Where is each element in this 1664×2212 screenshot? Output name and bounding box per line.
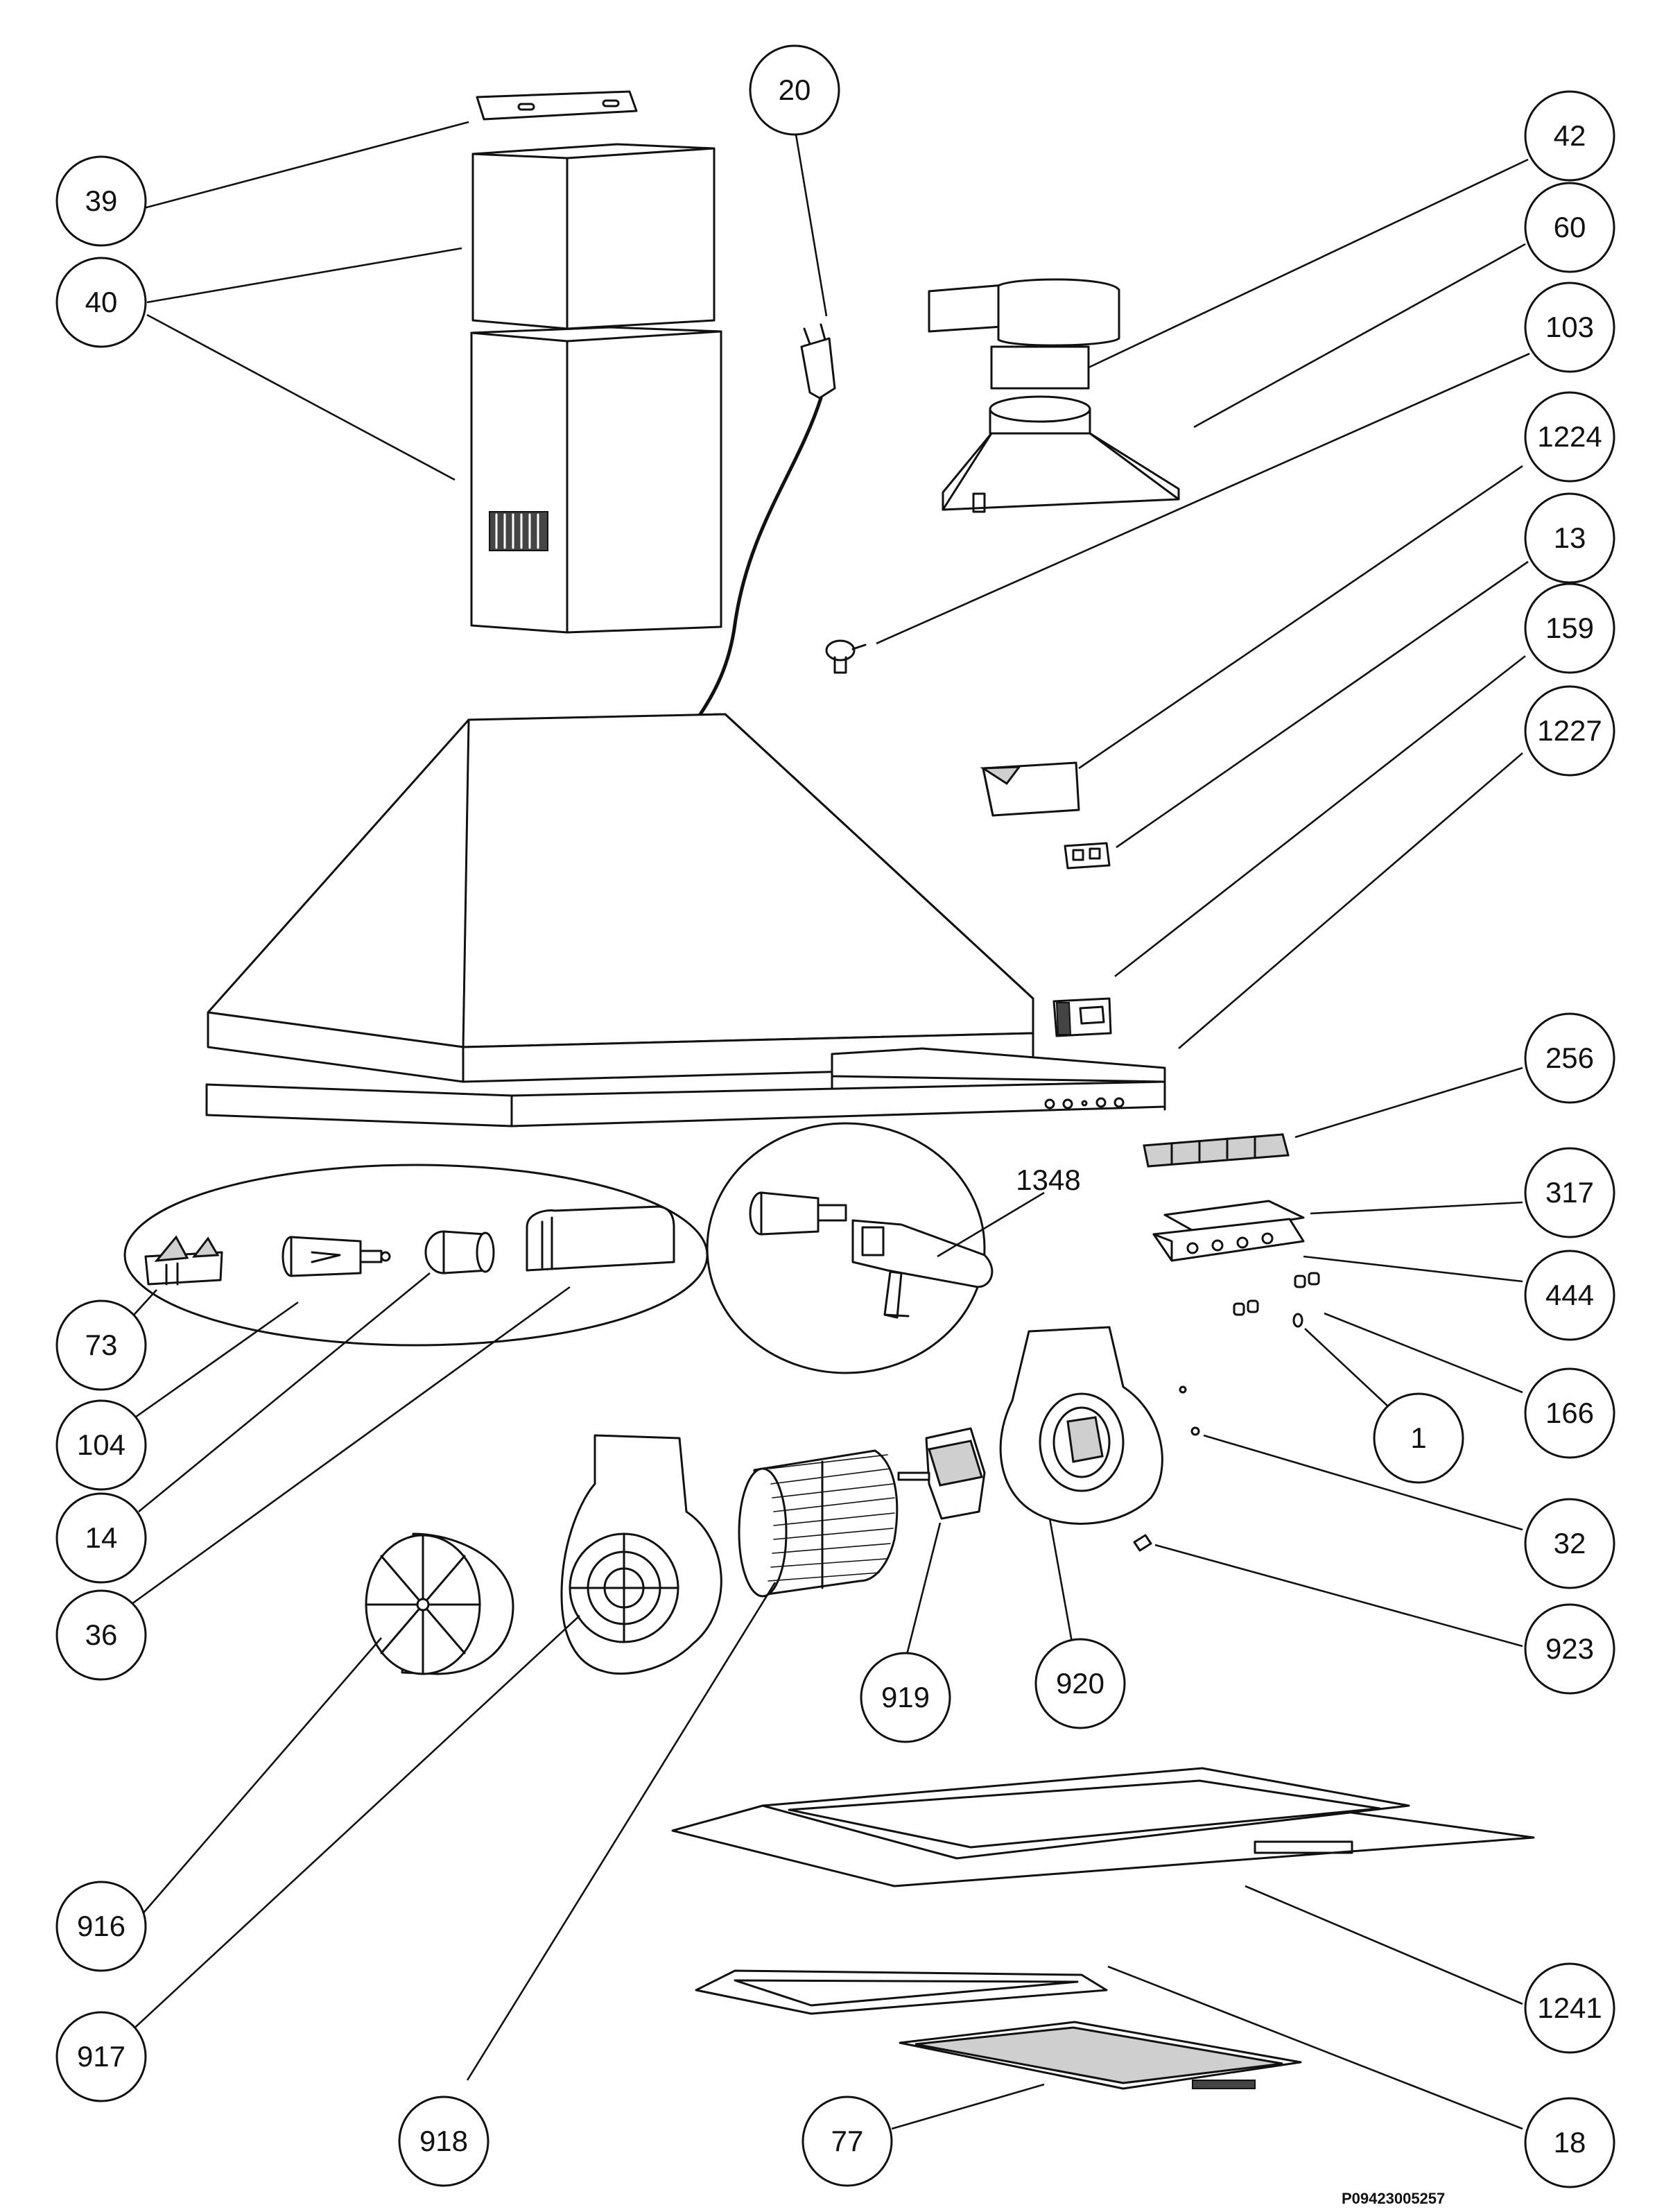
callout-1224-label: 1224 bbox=[1537, 420, 1602, 453]
part-77-carbon-filter bbox=[899, 2021, 1302, 2090]
part-256-push-buttons bbox=[1143, 1133, 1290, 1168]
callout-39: 39 bbox=[55, 155, 147, 247]
callout-60-label: 60 bbox=[1554, 211, 1586, 243]
callout-166: 166 bbox=[1524, 1367, 1615, 1459]
callout-103: 103 bbox=[1524, 282, 1615, 373]
callout-18-label: 18 bbox=[1554, 2126, 1586, 2159]
callout-159-label: 159 bbox=[1545, 612, 1594, 644]
callout-13: 13 bbox=[1524, 492, 1615, 584]
callout-14: 14 bbox=[55, 1492, 147, 1584]
callout-103-label: 103 bbox=[1545, 311, 1594, 343]
part-1348-lamp-assembly bbox=[706, 1122, 994, 1374]
part-32-screw bbox=[1179, 1385, 1200, 1436]
callout-920-label: 920 bbox=[1056, 1667, 1104, 1700]
part-317-circuit-board bbox=[1163, 1200, 1305, 1236]
callout-917-label: 917 bbox=[77, 2040, 125, 2073]
part-40-chimney-cover bbox=[470, 143, 722, 634]
callout-39-label: 39 bbox=[85, 184, 118, 217]
callout-923-label: 923 bbox=[1545, 1632, 1594, 1665]
callout-317-label: 317 bbox=[1545, 1176, 1594, 1209]
callout-40-label: 40 bbox=[85, 286, 118, 318]
callout-918: 918 bbox=[398, 2096, 489, 2187]
leader-lines bbox=[123, 121, 1530, 2130]
callout-1227-label: 1227 bbox=[1537, 714, 1602, 747]
part-104-lamp-holder bbox=[281, 1236, 391, 1277]
callout-104-label: 104 bbox=[77, 1428, 125, 1461]
part-60-outlet-flange bbox=[942, 432, 1180, 513]
callout-166-label: 166 bbox=[1545, 1397, 1594, 1429]
part-13-connector bbox=[1064, 842, 1111, 870]
part-18-grease-filter bbox=[695, 1969, 1108, 2015]
callout-73-label: 73 bbox=[85, 1329, 118, 1361]
part-1241-bottom-panel bbox=[671, 1767, 1535, 1887]
callout-256: 256 bbox=[1524, 1012, 1615, 1104]
part-923-nut bbox=[1133, 1534, 1152, 1552]
callout-317: 317 bbox=[1524, 1147, 1615, 1238]
callout-1224: 1224 bbox=[1524, 391, 1615, 483]
part-103-fastener bbox=[825, 639, 867, 674]
part-14-bulb bbox=[424, 1230, 495, 1275]
callout-13-label: 13 bbox=[1554, 521, 1586, 554]
callout-1241-label: 1241 bbox=[1537, 1991, 1602, 2024]
callout-918-label: 918 bbox=[419, 2125, 468, 2157]
callout-159: 159 bbox=[1524, 582, 1615, 674]
callout-73: 73 bbox=[55, 1299, 147, 1391]
callout-919-label: 919 bbox=[881, 1681, 930, 1713]
document-reference: P09423005257 bbox=[1342, 2190, 1446, 2207]
callout-923: 923 bbox=[1524, 1603, 1615, 1695]
callout-20: 20 bbox=[749, 44, 840, 136]
part-36-cover bbox=[526, 1205, 675, 1272]
callout-1: 1 bbox=[1373, 1392, 1464, 1484]
part-39-bracket bbox=[476, 90, 638, 121]
callout-919: 919 bbox=[860, 1652, 951, 1743]
callout-1348-label: 1348 bbox=[1016, 1164, 1080, 1196]
callout-104: 104 bbox=[55, 1399, 147, 1491]
callout-444: 444 bbox=[1524, 1250, 1615, 1341]
part-919-motor bbox=[897, 1427, 986, 1520]
callout-917: 917 bbox=[55, 2011, 147, 2102]
callout-14-label: 14 bbox=[85, 1521, 118, 1554]
part-917-fan-housing bbox=[560, 1434, 722, 1675]
part-1224-bracket-block bbox=[980, 761, 1080, 817]
callout-444-label: 444 bbox=[1545, 1279, 1594, 1311]
part-20-power-cord bbox=[698, 323, 836, 716]
callout-36-label: 36 bbox=[85, 1618, 118, 1651]
callout-60: 60 bbox=[1524, 182, 1615, 273]
callout-920: 920 bbox=[1034, 1638, 1126, 1729]
callout-32: 32 bbox=[1524, 1498, 1615, 1589]
callout-77: 77 bbox=[801, 2096, 893, 2187]
part-hood-canopy bbox=[207, 713, 1034, 1083]
callout-32-label: 32 bbox=[1554, 1527, 1586, 1559]
part-1-lamp bbox=[1292, 1313, 1303, 1328]
part-42-duct-adapter bbox=[928, 278, 1120, 435]
callout-36: 36 bbox=[55, 1589, 147, 1681]
part-916-grille bbox=[365, 1532, 514, 1675]
callout-916: 916 bbox=[55, 1881, 147, 1972]
part-166-switch-caps bbox=[1233, 1272, 1320, 1316]
callout-1348: 1348 bbox=[1016, 1164, 1080, 1196]
callout-77-label: 77 bbox=[831, 2125, 864, 2157]
part-920-rear-housing bbox=[999, 1326, 1163, 1525]
part-918-impeller bbox=[738, 1449, 899, 1598]
callout-40: 40 bbox=[55, 257, 147, 348]
callout-256-label: 256 bbox=[1545, 1042, 1594, 1074]
callout-1-label: 1 bbox=[1410, 1422, 1426, 1454]
callout-18: 18 bbox=[1524, 2097, 1615, 2188]
part-159-capacitor bbox=[1052, 997, 1112, 1037]
part-73-clip bbox=[144, 1235, 223, 1286]
callout-20-label: 20 bbox=[779, 74, 811, 106]
callout-1241: 1241 bbox=[1524, 1962, 1615, 2054]
callout-916-label: 916 bbox=[77, 1910, 125, 1942]
callout-42-label: 42 bbox=[1554, 119, 1586, 152]
callout-1227: 1227 bbox=[1524, 685, 1615, 777]
part-hood-frame bbox=[205, 1080, 1166, 1127]
part-444-housing bbox=[1152, 1218, 1305, 1262]
callout-42: 42 bbox=[1524, 90, 1615, 182]
